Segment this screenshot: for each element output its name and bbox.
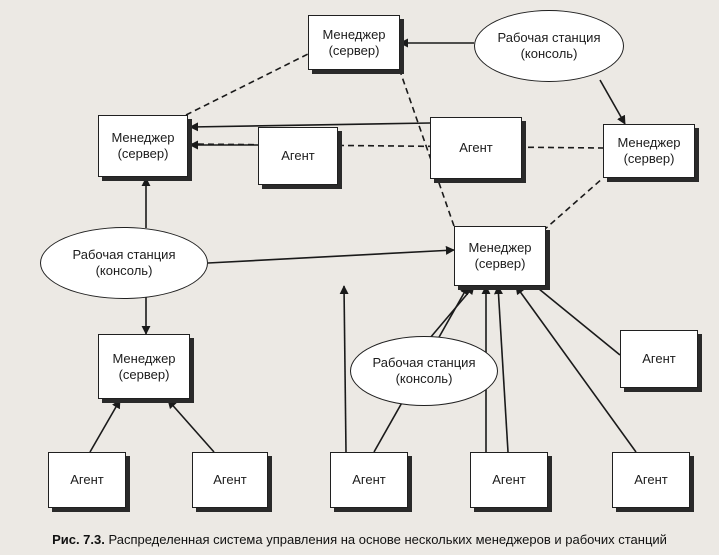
- manager-sublabel: (сервер): [474, 256, 526, 271]
- agent-box: Агент: [470, 452, 548, 508]
- agent-label: Агент: [492, 472, 526, 487]
- agent-box: Агент: [48, 452, 126, 508]
- agent-label: Агент: [352, 472, 386, 487]
- arrow-agent8-m3: [339, 285, 349, 453]
- manager-sublabel: (сервер): [328, 42, 380, 58]
- agent-label: Агент: [634, 472, 668, 487]
- arrow-agent11-m3: [493, 285, 509, 453]
- workstation-label: Рабочая станция: [372, 355, 476, 370]
- link-m3-m5: [527, 177, 604, 245]
- manager-label: Менеджер: [111, 130, 175, 145]
- link-m1-m5: [187, 143, 604, 149]
- figure-caption-text: Распределенная система управления на осн…: [108, 532, 667, 547]
- manager-label: Менеджер: [617, 135, 681, 150]
- workstation-sublabel: (консоль): [520, 46, 578, 61]
- arrow-w2-m3: [207, 245, 455, 264]
- arrow-agent12-m3: [515, 285, 637, 453]
- agent-box: Агент: [330, 452, 408, 508]
- manager-sublabel: (сервер): [117, 146, 169, 161]
- workstation-label: Рабочая станция: [72, 247, 176, 262]
- workstation-ellipse-left: Рабочая станция(консоль): [40, 227, 208, 299]
- manager-box-left: Менеджер(сервер): [98, 115, 188, 177]
- arrow-agent7-m4: [167, 399, 215, 453]
- agent-box: Агент: [192, 452, 268, 508]
- workstation-ellipse-bottom: Рабочая станция(консоль): [350, 336, 498, 406]
- manager-sublabel: (сервер): [118, 366, 170, 382]
- link-m1-m2: [185, 53, 309, 116]
- link-m3-m2: [399, 70, 455, 227]
- manager-label: Менеджер: [468, 240, 532, 255]
- agent-label: Агент: [70, 472, 104, 487]
- arrow-agent3-m3: [527, 279, 621, 356]
- manager-label: Менеджер: [112, 350, 176, 366]
- manager-box-top: Менеджер(сервер): [308, 15, 400, 70]
- agent-label: Агент: [281, 148, 315, 163]
- manager-box-bottom-left: Менеджер(сервер): [98, 334, 190, 399]
- agent-label: Агент: [213, 472, 247, 487]
- workstation-label: Рабочая станция: [497, 30, 601, 45]
- manager-label: Менеджер: [322, 26, 386, 42]
- workstation-ellipse-top: Рабочая станция(консоль): [474, 10, 624, 82]
- manager-sublabel: (сервер): [623, 151, 675, 166]
- manager-box-right: Менеджер(сервер): [603, 124, 695, 178]
- arrow-w3-m3: [429, 285, 475, 339]
- agent-box: Агент: [258, 127, 338, 185]
- agent-label: Агент: [642, 351, 676, 366]
- arrow-agent2-m1: [189, 122, 431, 132]
- manager-box-center: Менеджер(сервер): [454, 226, 546, 286]
- arrow-w1-m5: [599, 79, 626, 125]
- arrow-agent6-m4: [89, 399, 121, 453]
- agent-label: Агент: [459, 140, 493, 155]
- figure-caption: Рис. 7.3. Распределенная система управле…: [0, 532, 719, 547]
- agent-box: Агент: [430, 117, 522, 179]
- workstation-sublabel: (консоль): [395, 371, 453, 386]
- workstation-sublabel: (консоль): [95, 263, 153, 278]
- agent-box: Агент: [620, 330, 698, 388]
- agent-box: Агент: [612, 452, 690, 508]
- figure-number: Рис. 7.3.: [52, 532, 105, 547]
